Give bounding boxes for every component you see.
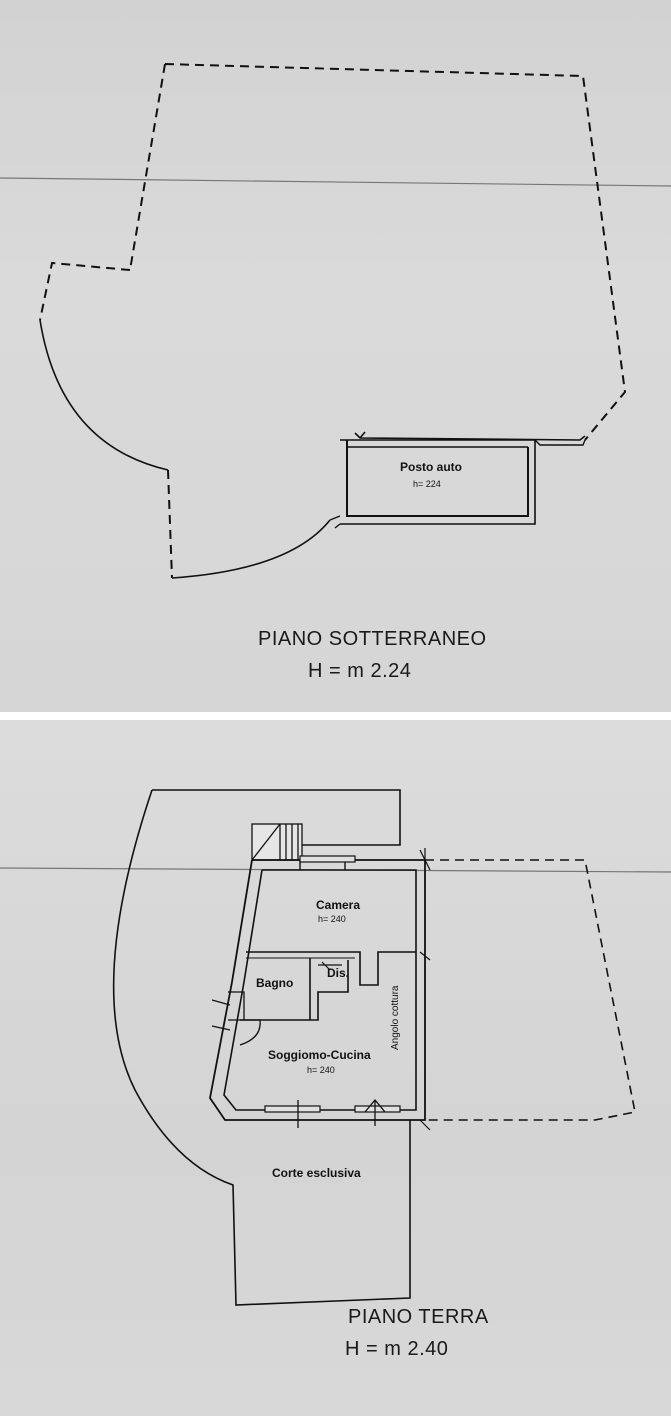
parking-space [329, 439, 586, 529]
room-height-soggiorno-cucina: h= 240 [307, 1065, 335, 1075]
room-label-bagno: Bagno [256, 976, 294, 990]
annotation-angolo-cottura: Angolo cottura [390, 985, 401, 1051]
basement-curve [39, 319, 331, 579]
dashed-area-boundary [425, 859, 636, 1121]
room-label-soggiorno-cucina: Soggiomo-Cucina [268, 1048, 371, 1062]
lot-boundary [112, 789, 411, 1306]
basement-sheet: Posto auto h= 224 PIANO SOTTERRANEO H = … [0, 0, 671, 712]
room-height-posto-auto: h= 224 [413, 479, 441, 489]
ground-floor-title: PIANO TERRA [348, 1306, 489, 1328]
ground-floor-sheet: Camera h= 240 Bagno Dis. Angolo cottura … [0, 720, 671, 1416]
basement-plan-drawing [0, 63, 671, 579]
room-height-camera: h= 240 [318, 914, 346, 924]
room-label-dis: Dis. [327, 966, 350, 980]
basement-height: H = m 2.24 [308, 660, 412, 682]
room-label-corte-esclusiva: Corte esclusiva [272, 1166, 361, 1180]
staircase [251, 823, 303, 861]
basement-boundary [39, 63, 627, 579]
fold-line [0, 177, 671, 187]
room-label-camera: Camera [316, 898, 361, 912]
room-label-posto-auto: Posto auto [400, 460, 462, 474]
ground-floor-plan-drawing [0, 789, 671, 1306]
ramp-edge [354, 431, 586, 441]
basement-title: PIANO SOTTERRANEO [258, 628, 487, 650]
ground-floor-height: H = m 2.40 [345, 1338, 449, 1360]
building-walls [209, 848, 431, 1131]
